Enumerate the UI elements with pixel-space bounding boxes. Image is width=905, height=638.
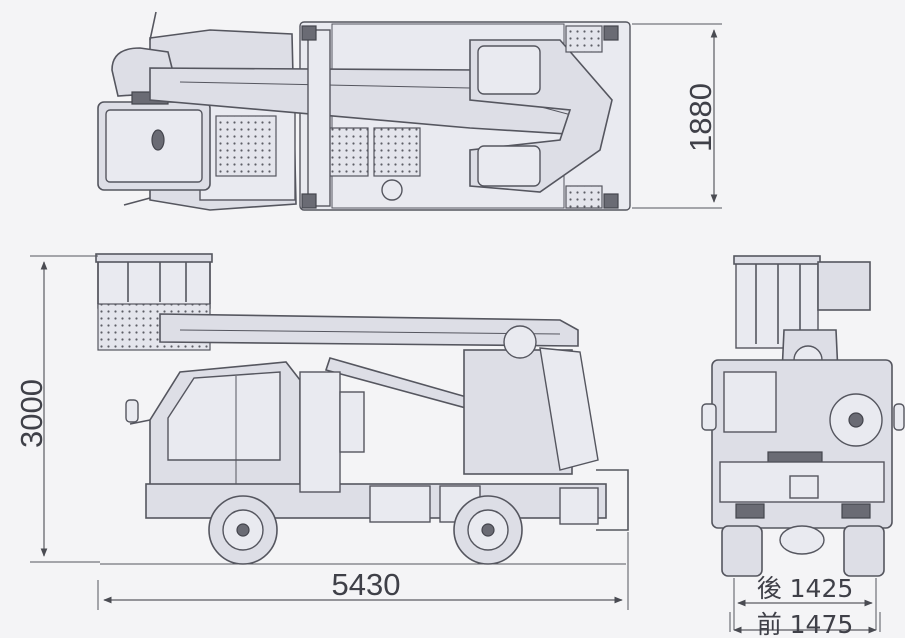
rear-left-tyre bbox=[721, 525, 763, 577]
dim-label-length: 5430 bbox=[332, 567, 401, 602]
dim-label-front-track: 前 1475 bbox=[757, 610, 854, 638]
dim-label-height: 3000 bbox=[14, 379, 49, 448]
dim-label-rear-track: 後 1425 bbox=[757, 574, 854, 603]
side-view: 3000 5430 bbox=[14, 253, 629, 610]
side-basket bbox=[97, 257, 211, 309]
side-boom bbox=[159, 313, 579, 347]
top-view: 1880 bbox=[97, 11, 722, 211]
rear-right-tyre bbox=[843, 525, 885, 577]
rear-view: 後 1425 前 1475 bbox=[701, 255, 905, 638]
dim-label-width: 1880 bbox=[683, 83, 718, 152]
